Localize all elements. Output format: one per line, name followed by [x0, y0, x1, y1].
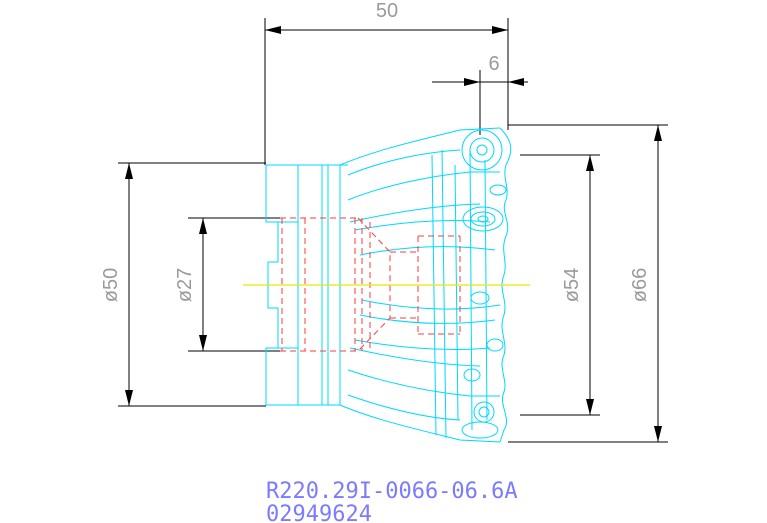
dim-length-text: 50: [376, 0, 398, 22]
dim-outer-text: ø66: [629, 268, 651, 302]
dim-cutting-text: ø54: [561, 268, 583, 302]
item-number: 02949624: [266, 502, 372, 523]
hidden-bore-lines: [280, 217, 461, 352]
dim-offset-text: 6: [488, 53, 499, 75]
dim-bore-text: ø50: [100, 268, 122, 302]
dim-pilot-text: ø27: [174, 268, 196, 302]
dimension-lines: [118, 18, 668, 443]
part-code: R220.29I-0066-06.6A: [266, 479, 518, 504]
cutter-body: [265, 127, 512, 443]
